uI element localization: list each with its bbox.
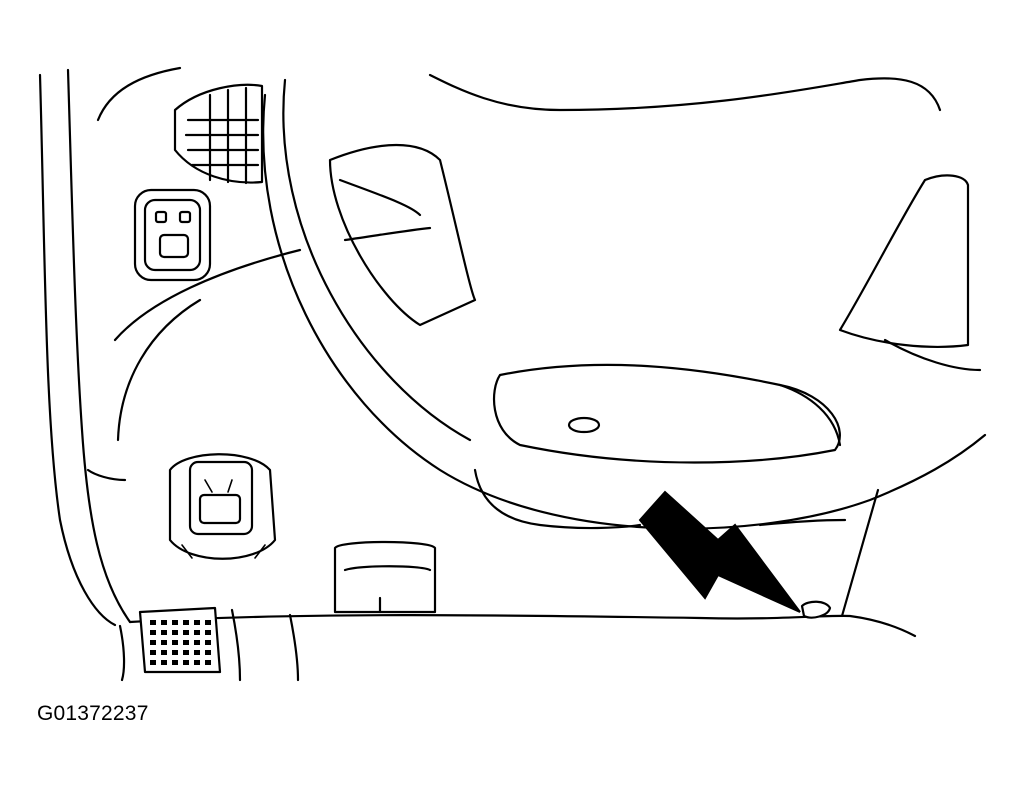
pedal-grid-dot: [183, 620, 189, 625]
pedal-grid-dot: [205, 650, 211, 655]
air-vent: [175, 85, 262, 183]
pedal-grid-dot: [183, 660, 189, 665]
pedal-grid-dot: [150, 630, 156, 635]
pedal-grid-dot: [150, 620, 156, 625]
pedal-grid-dot: [194, 650, 200, 655]
pedal-grid-dot: [150, 650, 156, 655]
pedal-grid-dot: [183, 640, 189, 645]
pedal-grid-dot: [205, 620, 211, 625]
mirror-switch: [135, 190, 210, 280]
lower-access-cover: [335, 542, 435, 612]
pedal-grid-dot: [194, 640, 200, 645]
pedal-grid-dot: [183, 630, 189, 635]
pedal-grid-dot: [161, 650, 167, 655]
pedal-grid: [150, 620, 211, 665]
pedal-grid-dot: [161, 620, 167, 625]
pedal-grid-dot: [172, 630, 178, 635]
pedal-grid-dot: [194, 630, 200, 635]
pedal-grid-dot: [172, 660, 178, 665]
a-pillar: [40, 68, 180, 625]
pedal-grid-dot: [183, 650, 189, 655]
pedal-grid-dot: [150, 660, 156, 665]
pedal-grid-dot: [205, 630, 211, 635]
pedal-grid-dot: [161, 640, 167, 645]
pedal-grid-dot: [205, 640, 211, 645]
pedal-grid-dot: [161, 630, 167, 635]
headlamp-switch: [170, 454, 275, 559]
dash-panel: [115, 250, 915, 636]
pedal-grid-dot: [194, 620, 200, 625]
pedal-grid-dot: [172, 640, 178, 645]
pedal-grid-dot: [150, 640, 156, 645]
steering-wheel: [263, 75, 985, 529]
pedal-grid-dot: [172, 620, 178, 625]
pedal-grid-dot: [172, 650, 178, 655]
pedal-pad: [120, 608, 298, 680]
pedal-grid-dot: [194, 660, 200, 665]
figure-id-label: G01372237: [37, 702, 149, 725]
pedal-grid-dot: [161, 660, 167, 665]
pedal-grid-dot: [205, 660, 211, 665]
arrow-icon: [640, 492, 830, 618]
